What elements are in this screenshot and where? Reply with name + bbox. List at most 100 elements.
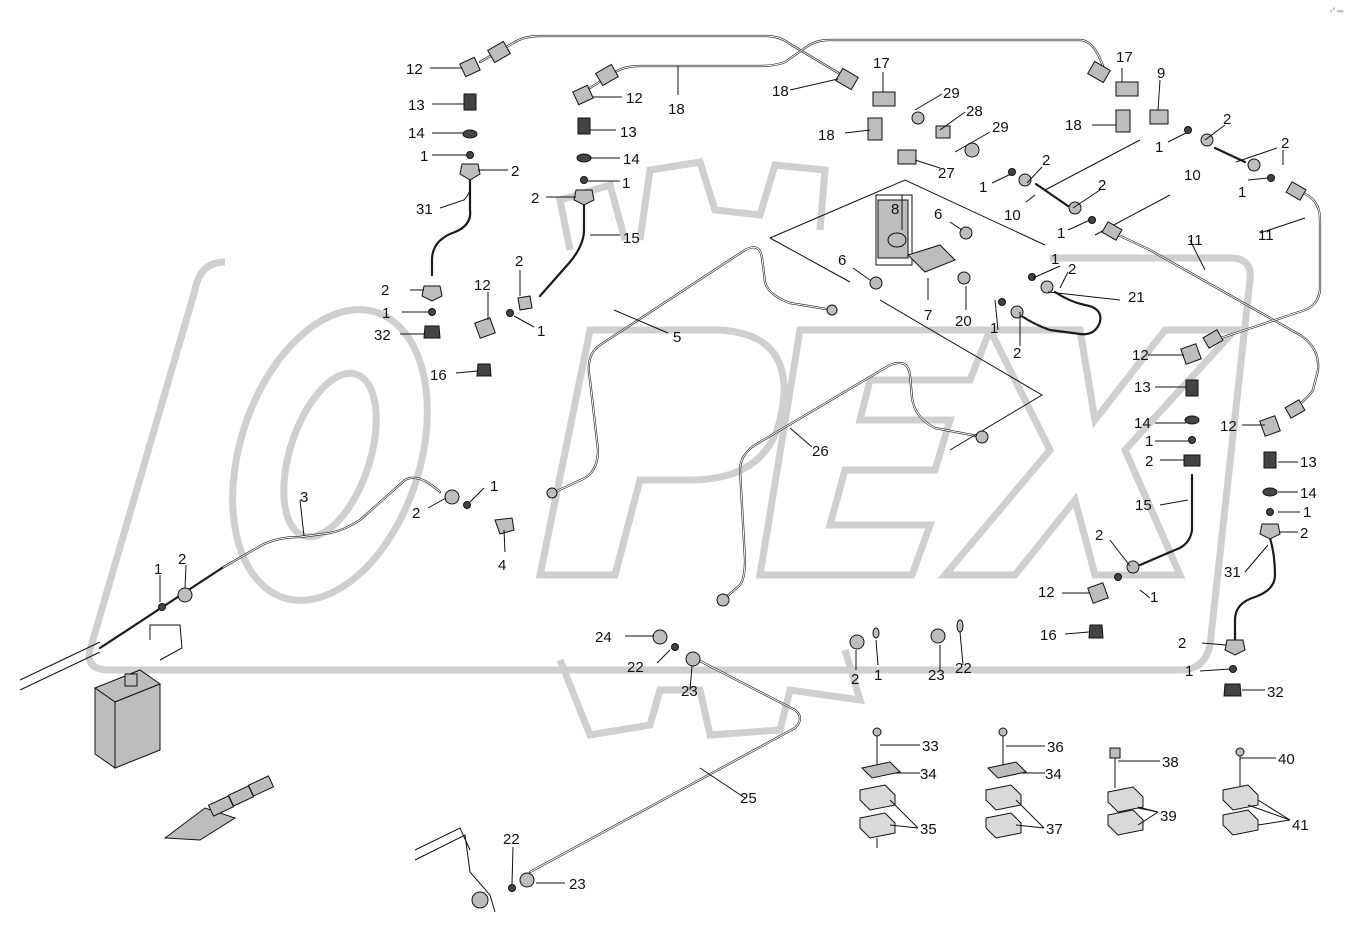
callout-14: 14 <box>1134 415 1151 432</box>
callout-17: 17 <box>873 55 890 72</box>
callout-1: 1 <box>382 305 390 322</box>
callout-1: 1 <box>874 667 882 684</box>
callout-7: 7 <box>924 307 932 324</box>
manifold-block <box>19 624 496 913</box>
callout-2: 2 <box>412 505 420 522</box>
callout-6: 6 <box>934 206 942 223</box>
callout-2: 2 <box>531 190 539 207</box>
callout-14: 14 <box>408 125 425 142</box>
callout-12: 12 <box>626 90 643 107</box>
callout-37: 37 <box>1046 821 1063 838</box>
callout-6: 6 <box>838 252 846 269</box>
callout-21: 20 <box>955 313 972 330</box>
callout-1: 1 <box>154 561 162 578</box>
callout-36: 36 <box>1047 739 1064 756</box>
callout-40: 40 <box>1278 751 1295 768</box>
callout-1: 1 <box>1303 504 1311 521</box>
callout-2: 2 <box>381 282 389 299</box>
callout-10: 10 <box>1004 207 1021 224</box>
fittings <box>158 40 1307 892</box>
callout-2: 2 <box>515 253 523 270</box>
callout-20: 18 <box>668 101 685 118</box>
callout-1: 1 <box>622 175 630 192</box>
callout-24: 23 <box>928 667 945 684</box>
callout-24: 23 <box>569 876 586 893</box>
callout-30: 29 <box>943 85 960 102</box>
corner-mark: ₀⁰ ₛₒₚ <box>1330 7 1344 14</box>
callout-1: 1 <box>1185 663 1193 680</box>
callout-34: 34 <box>920 766 937 783</box>
callout-38: 38 <box>1162 754 1179 771</box>
callout-39: 39 <box>1160 808 1177 825</box>
valve-frame-lines <box>769 139 1171 451</box>
callout-12: 12 <box>1132 347 1149 364</box>
callout-29: 28 <box>966 103 983 120</box>
callout-18: 18 <box>818 127 835 144</box>
callout-2: 2 <box>1300 525 1308 542</box>
callout-23: 22 <box>627 659 644 676</box>
callout-13: 13 <box>1300 454 1317 471</box>
callout-1: 1 <box>1155 139 1163 156</box>
callout-13: 13 <box>1134 379 1151 396</box>
callout-8: 8 <box>891 201 899 218</box>
callout-33: 33 <box>922 738 939 755</box>
callout-13: 13 <box>408 97 425 114</box>
callout-1: 1 <box>1150 589 1158 606</box>
callout-16: 16 <box>1040 627 1057 644</box>
callout-labels: 12 13 13 14 1 2 31 2 1 32 12 13 14 1 2 1… <box>154 49 1317 893</box>
callout-1: 1 <box>990 320 998 337</box>
callout-34: 34 <box>1045 766 1062 783</box>
callout-1: 1 <box>1145 433 1153 450</box>
callout-10: 10 <box>1184 167 1201 184</box>
callout-1: 1 <box>1057 225 1065 242</box>
callout-25: 25 <box>740 790 757 807</box>
callout-12: 12 <box>1220 418 1237 435</box>
callout-2: 2 <box>1095 527 1103 544</box>
callout-17: 17 <box>1116 49 1133 66</box>
callout-4: 4 <box>498 557 506 574</box>
callout-18: 18 <box>1065 117 1082 134</box>
callout-28: 27 <box>938 165 955 182</box>
callout-2: 2 <box>1098 177 1106 194</box>
opex-watermark <box>85 158 1254 739</box>
callout-1: 1 <box>979 179 987 196</box>
callout-26: 24 <box>595 629 612 646</box>
callout-20: 18 <box>772 83 789 100</box>
callout-27: 26 <box>812 443 829 460</box>
callout-32: 32 <box>1267 684 1284 701</box>
callout-1: 1 <box>420 148 428 165</box>
callout-18-group: 18 18 <box>818 117 1082 144</box>
callout-15: 15 <box>623 230 640 247</box>
pipe-lines <box>98 34 1322 874</box>
callout-24: 23 <box>681 683 698 700</box>
callout-2: 2 <box>178 551 186 568</box>
callout-2: 2 <box>1068 261 1076 278</box>
callout-11: 11 <box>1187 232 1203 249</box>
clamp-assemblies <box>859 727 1259 848</box>
callout-23: 22 <box>503 831 520 848</box>
callout-2: 2 <box>1281 135 1289 152</box>
callout-14: 14 <box>623 151 640 168</box>
callout-32: 32 <box>374 327 391 344</box>
callout-22: 21 <box>1128 289 1145 306</box>
callout-2: 2 <box>851 671 859 688</box>
callout-14: 14 <box>1300 485 1317 502</box>
callout-30: 29 <box>992 119 1009 136</box>
callout-1: 1 <box>1051 251 1059 268</box>
callout-31: 31 <box>1224 564 1241 581</box>
callout-41: 41 <box>1292 817 1309 834</box>
callout-1: 1 <box>537 323 545 340</box>
leader-lines <box>159 66 1306 885</box>
callout-2: 2 <box>1223 111 1231 128</box>
callout-11: 11 <box>1258 227 1274 244</box>
callout-13: 13 <box>620 124 637 141</box>
callout-2: 2 <box>1042 152 1050 169</box>
callout-2: 2 <box>1013 345 1021 362</box>
callout-12: 12 <box>406 61 423 78</box>
callout-1: 1 <box>490 478 498 495</box>
callout-5: 5 <box>673 329 681 346</box>
callout-9: 9 <box>1157 65 1165 82</box>
callout-1: 1 <box>1238 184 1246 201</box>
callout-12: 12 <box>1038 584 1055 601</box>
